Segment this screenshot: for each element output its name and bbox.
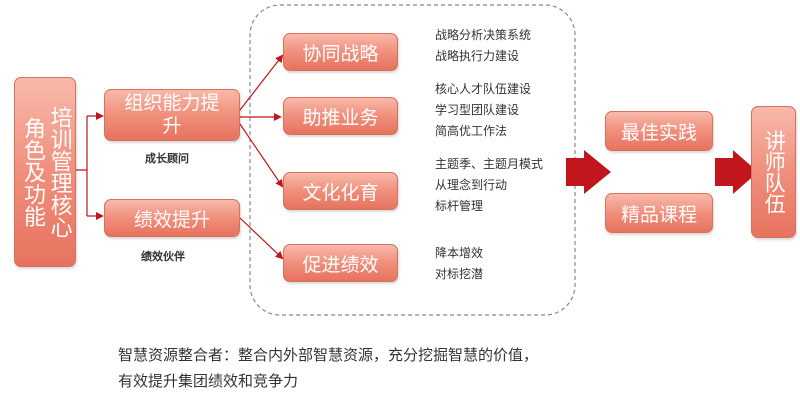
output-label: 最佳实践 <box>620 121 697 144</box>
final-box-instructor-team: 讲师队伍 <box>751 106 796 238</box>
notes-collaborative-strategy: 战略分析决策系统 战略执行力建设 <box>435 25 531 67</box>
role-core: 培训管理核心 <box>46 106 72 238</box>
note-item: 核心人才队伍建设 <box>435 82 532 96</box>
branch-performance-improvement-label: 绩效提升 <box>133 208 210 231</box>
connector-branch2-strategy4 <box>239 217 284 260</box>
branch-caption-performance-partner: 绩效伙伴 <box>141 250 185 263</box>
branch-organization-capability-label: 组织能力提升 <box>124 92 220 137</box>
note-item: 从理念到行动 <box>435 178 508 192</box>
notes-culture: 主题季、主题月模式 从理念到行动 标杆管理 <box>435 154 543 217</box>
note-item: 战略执行力建设 <box>435 49 520 63</box>
strategy-label: 协同战略 <box>302 42 379 65</box>
note-item: 学习型团队建设 <box>435 103 520 117</box>
big-arrow-to-outputs <box>566 150 611 194</box>
output-label: 精品课程 <box>620 203 697 226</box>
strategy-box-boost-business: 助推业务 <box>283 97 398 135</box>
strategy-label: 助推业务 <box>302 106 379 129</box>
strategy-label: 文化化育 <box>302 181 379 204</box>
strategy-box-collaborative-strategy: 协同战略 <box>283 33 398 71</box>
final-label: 讲师队伍 <box>762 130 787 214</box>
summary-line: 智慧资源整合者：整合内外部智慧资源，充分挖掘智慧的价值， <box>118 346 539 364</box>
summary-line: 有效提升集团绩效和竞争力 <box>118 372 299 390</box>
note-item: 标杆管理 <box>435 199 484 213</box>
note-item: 降本增效 <box>435 246 484 260</box>
branch-organization-capability: 组织能力提升 <box>104 89 240 141</box>
notes-boost-business: 核心人才队伍建设 学习型团队建设 简高优工作法 <box>435 79 531 142</box>
notes-promote-performance: 降本增效 对标挖潜 <box>435 243 483 285</box>
connector-branch1-strategy1 <box>239 54 284 111</box>
strategy-label: 促进绩效 <box>302 253 379 276</box>
note-item: 对标挖潜 <box>435 267 484 281</box>
output-box-best-practice: 最佳实践 <box>605 111 713 151</box>
strategy-box-promote-performance: 促进绩效 <box>283 244 398 282</box>
role-title: 角色及功能 <box>20 117 45 227</box>
branch-caption-growth-advisor: 成长顾问 <box>145 152 189 165</box>
note-item: 战略分析决策系统 <box>435 28 532 42</box>
strategy-box-culture: 文化化育 <box>283 172 398 210</box>
role-box: 角色及功能 培训管理核心 <box>14 77 76 267</box>
note-item: 主题季、主题月模式 <box>435 157 544 171</box>
summary-text: 智慧资源整合者：整合内外部智慧资源，充分挖掘智慧的价值， 有效提升集团绩效和竞争… <box>118 342 538 394</box>
connector-branch1-strategy3 <box>239 123 284 188</box>
branch-performance-improvement: 绩效提升 <box>104 199 240 237</box>
role-bracket-connector <box>76 115 101 217</box>
note-item: 简高优工作法 <box>435 124 508 138</box>
output-box-quality-courses: 精品课程 <box>605 193 713 233</box>
